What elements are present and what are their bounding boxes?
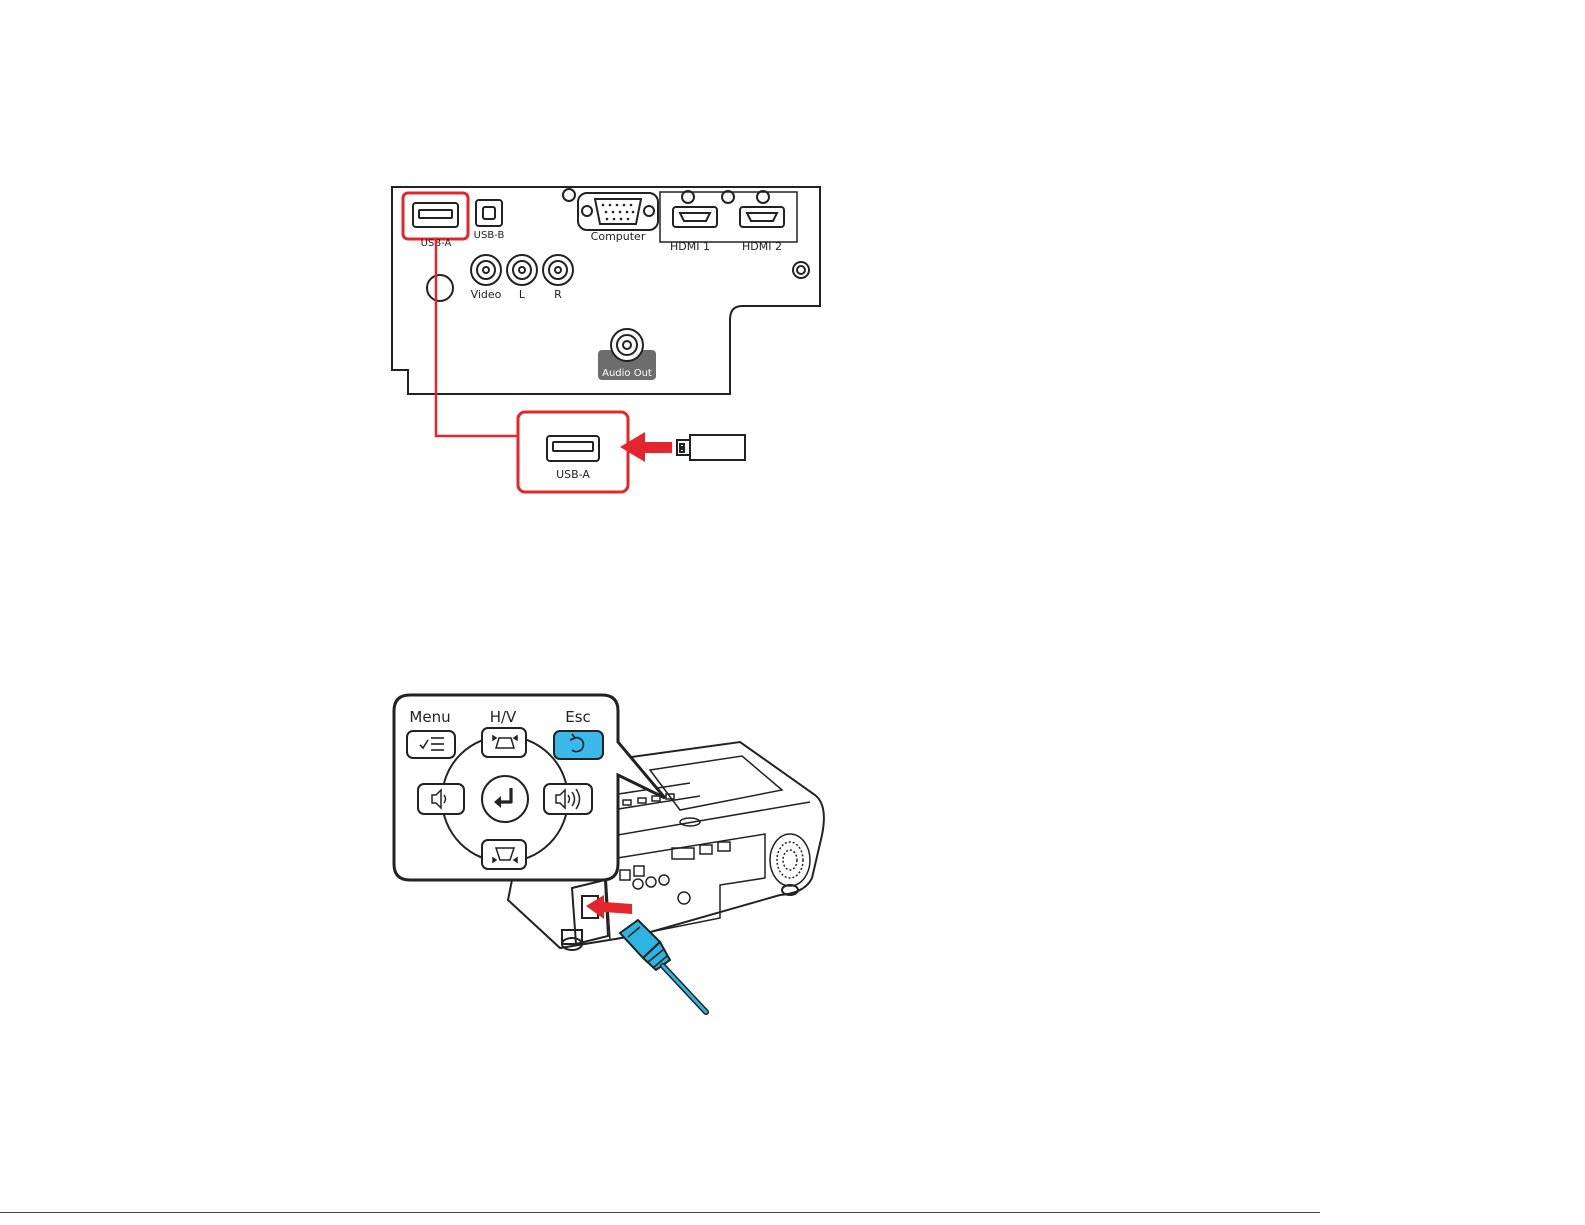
menu-label: Menu (409, 708, 450, 726)
keystone-down-button[interactable] (482, 840, 526, 869)
footer-rule (0, 1212, 1320, 1213)
menu-button[interactable] (407, 731, 455, 758)
enter-button[interactable] (482, 776, 528, 822)
volume-up-button[interactable] (544, 784, 592, 814)
esc-label: Esc (565, 708, 591, 726)
esc-button[interactable] (554, 731, 603, 759)
volume-down-button[interactable] (418, 784, 464, 814)
power-cable-icon (620, 920, 706, 1012)
hv-label: H/V (490, 708, 517, 726)
keystone-up-button[interactable] (482, 728, 526, 757)
